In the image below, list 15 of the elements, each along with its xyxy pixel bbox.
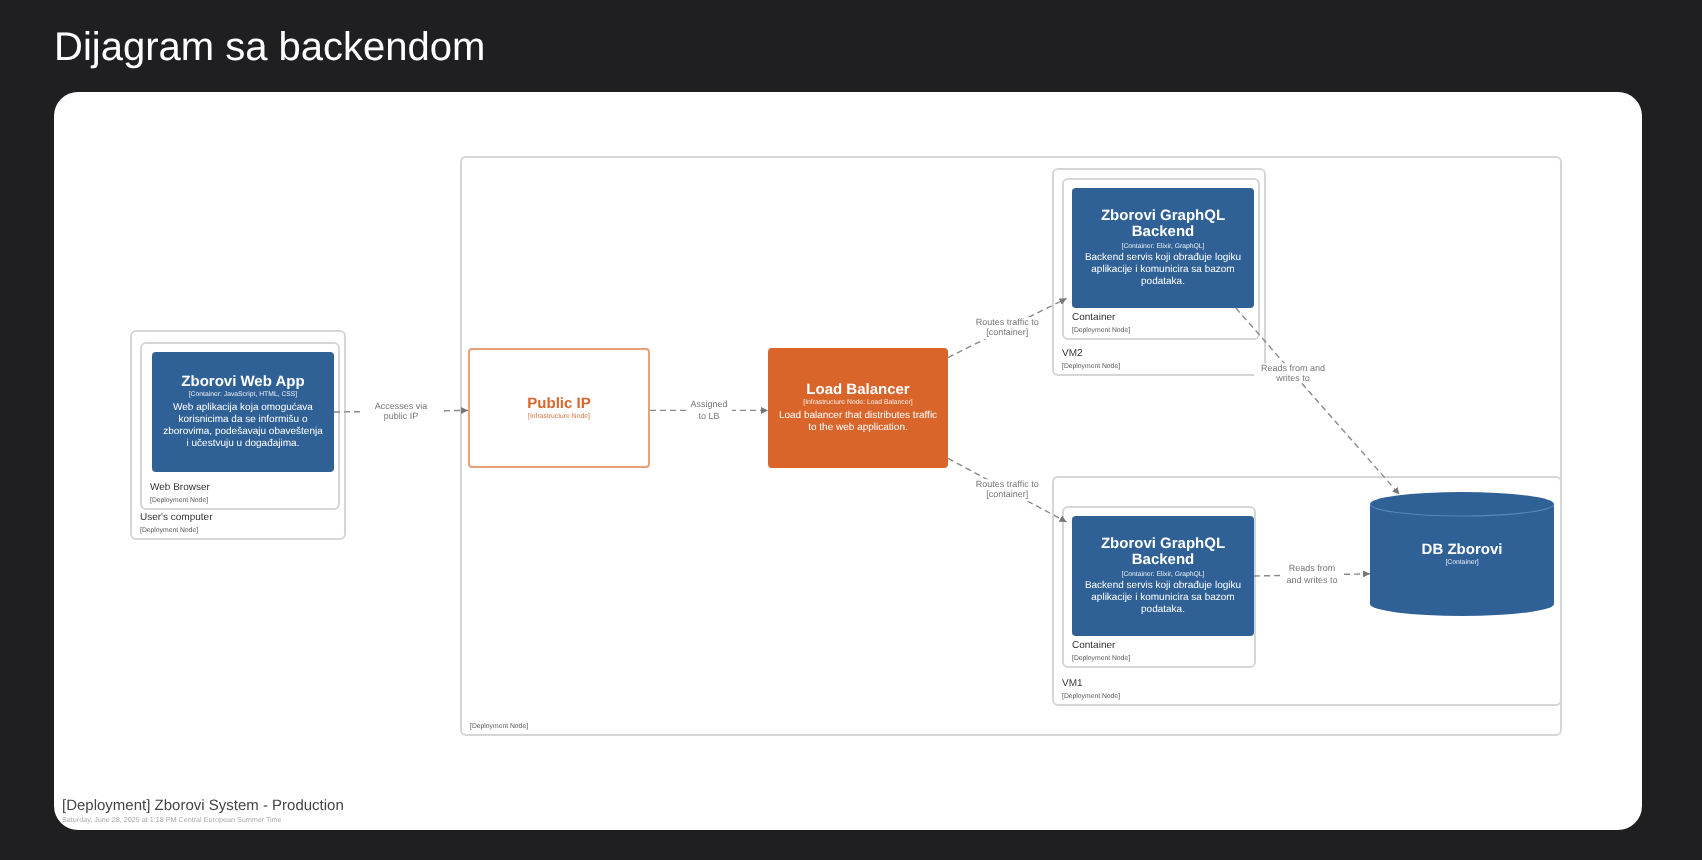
container-box: [152, 352, 334, 472]
database-cylinder: [1370, 492, 1554, 616]
deployment-node-box: [1052, 476, 1562, 706]
container-box: [1072, 188, 1254, 308]
arrow: [649, 406, 769, 414]
deployment-node-box: [1062, 506, 1256, 668]
deployment-node-box: [460, 156, 1562, 736]
diagram-title: Dijagram sa backendom: [54, 26, 486, 72]
deployment-node-box: [140, 342, 340, 510]
container-box: [1072, 516, 1254, 636]
deployment-node-box: [130, 330, 346, 540]
infrastructure-node-box: [468, 348, 650, 468]
infrastructure-node-box: [768, 348, 948, 468]
arrow: [1235, 307, 1401, 496]
deployment-node-box: [1062, 178, 1260, 340]
